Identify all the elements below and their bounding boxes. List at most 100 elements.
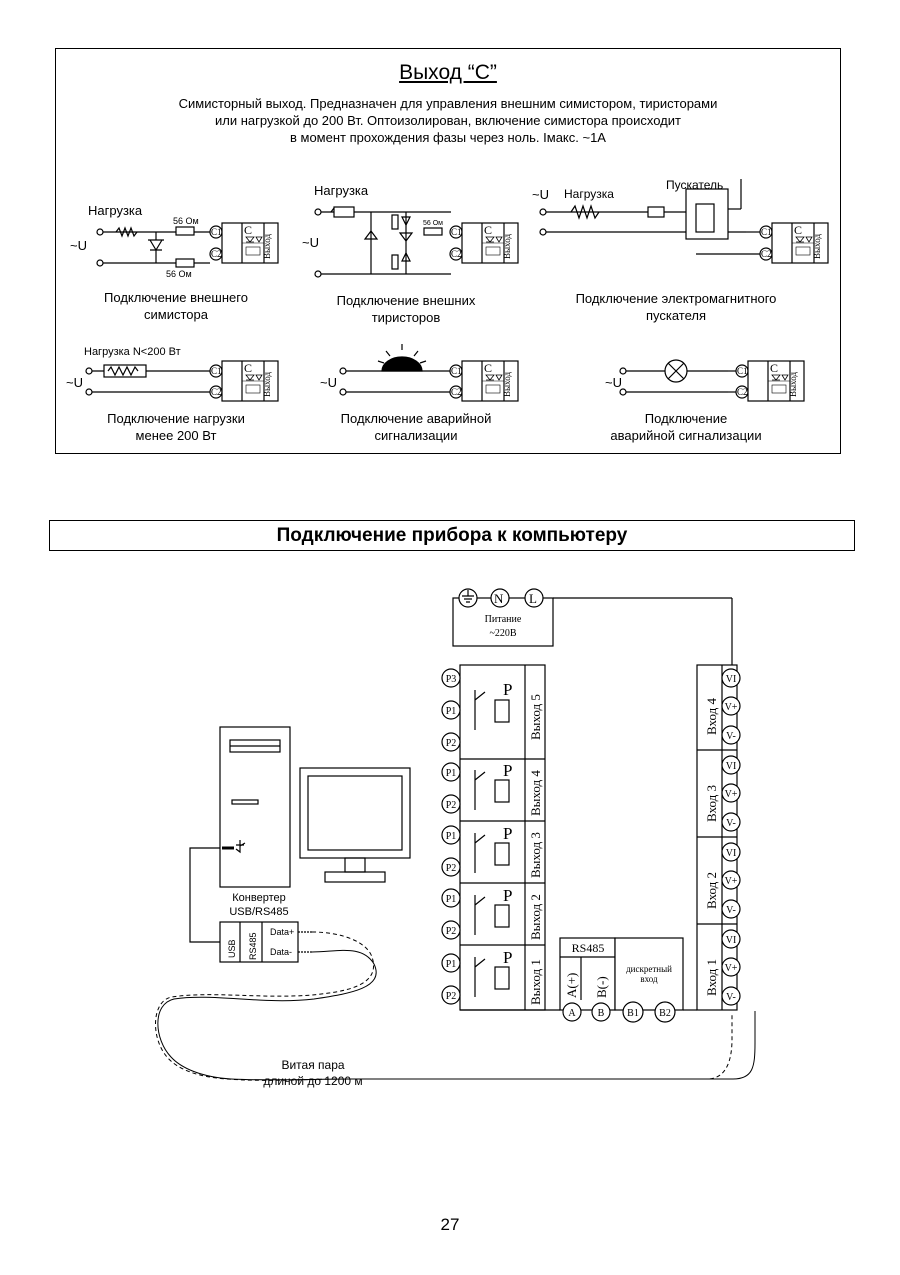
terminal-label: VI xyxy=(726,935,737,946)
load-label: Нагрузка xyxy=(88,203,143,218)
caption-line: Подключение xyxy=(644,411,728,426)
c-label: C xyxy=(244,361,252,375)
terminal-label: V+ xyxy=(725,789,738,800)
monitor-icon xyxy=(299,767,411,883)
terminal-b2 xyxy=(654,1001,676,1023)
resistor-icon xyxy=(175,258,195,268)
c-label: C xyxy=(794,223,802,237)
resistor-icon xyxy=(570,204,600,220)
terminal-label: P3 xyxy=(446,674,457,685)
rs485-b-label: B(-) xyxy=(594,976,609,998)
voltage-label: ~U xyxy=(532,187,549,202)
diagram-alarm-lamp xyxy=(339,344,519,402)
terminal-n xyxy=(490,588,510,608)
terminal-label: P1 xyxy=(446,831,457,842)
caption-load-under-200w: Подключение нагрузки менее 200 Вт xyxy=(76,410,276,444)
caption-line: Подключение внешних xyxy=(336,293,476,308)
power-label: ~220В xyxy=(489,628,516,639)
terminal-label: V- xyxy=(726,731,736,742)
relay-label: P xyxy=(503,680,512,699)
terminal-c2-label: C2 xyxy=(211,249,222,259)
diagram-load-under-200w xyxy=(85,360,279,402)
terminal-c1-label: C1 xyxy=(451,227,462,237)
output-label: Выход 2 xyxy=(528,894,543,940)
converter-usb-label: USB xyxy=(227,939,237,958)
terminal-label: B1 xyxy=(627,1008,639,1019)
diagram-external-triac xyxy=(96,222,279,268)
terminal-label: B2 xyxy=(659,1008,671,1019)
terminal-label: P1 xyxy=(446,894,457,905)
terminal-a xyxy=(562,1002,582,1022)
diagram-alarm-light xyxy=(619,359,805,402)
description-line: Симисторный выход. Предназначен для упра… xyxy=(178,96,718,111)
terminal-label: VI xyxy=(726,761,737,772)
terminal-b xyxy=(591,1002,611,1022)
terminal-label: N xyxy=(494,591,504,606)
output-label: Выход xyxy=(812,234,822,259)
pc-connection-header: Подключение прибора к компьютеру xyxy=(49,520,855,551)
voltage-label: ~U xyxy=(302,235,319,250)
power-terminals xyxy=(458,588,544,608)
data-minus-label: Data- xyxy=(270,947,292,957)
terminal-c2-label: C2 xyxy=(737,387,748,397)
terminal-label: P1 xyxy=(446,768,457,779)
output-label: Выход xyxy=(502,372,512,397)
ground-icon xyxy=(462,590,474,603)
resistor-icon xyxy=(175,226,195,236)
caption-alarm-light: Подключение аварийной сигнализации xyxy=(566,410,806,444)
terminal-label: V+ xyxy=(725,876,738,887)
caption-alarm-lamp: Подключение аварийной сигнализации xyxy=(306,410,526,444)
terminal-label: P2 xyxy=(446,863,457,874)
caption-magnetic-starter: Подключение электромагнитного пускателя xyxy=(546,290,806,324)
terminal-label: V- xyxy=(726,818,736,829)
load-label: Нагрузка xyxy=(314,183,369,198)
terminal-label: A xyxy=(568,1008,576,1019)
output-label: Выход xyxy=(788,372,798,397)
terminal-label: P1 xyxy=(446,959,457,970)
c-label: C xyxy=(484,361,492,375)
terminal-c2-label: C2 xyxy=(451,387,462,397)
input-label: Вход 3 xyxy=(704,785,719,822)
output-label: Выход xyxy=(262,234,272,259)
terminal-c2-label: C2 xyxy=(761,249,772,259)
terminal-c2-label: C2 xyxy=(451,249,462,259)
caption-line: аварийной сигнализации xyxy=(610,428,762,443)
load-label: Нагрузка xyxy=(564,187,614,201)
voltage-label: ~U xyxy=(605,375,622,390)
c-label: C xyxy=(484,223,492,237)
input-label: Вход 4 xyxy=(704,698,719,735)
coil-icon xyxy=(695,203,715,233)
ground-terminal xyxy=(458,588,478,608)
bus-terminals xyxy=(562,1001,676,1023)
discrete-label: вход xyxy=(640,974,658,984)
terminal-l xyxy=(524,588,544,608)
description-line: или нагрузкой до 200 Вт. Оптоизолирован,… xyxy=(215,113,681,128)
terminal-label: VI xyxy=(726,848,737,859)
rs485-a-label: A(+) xyxy=(564,973,579,998)
diagram-external-thyristors xyxy=(314,206,519,278)
converter-rs485-label: RS485 xyxy=(248,932,258,960)
terminal-label: VI xyxy=(726,674,737,685)
output-label: Выход 3 xyxy=(528,832,543,878)
output-label: Выход 1 xyxy=(528,959,543,1005)
fuse-icon xyxy=(647,206,665,218)
thyristor-icon xyxy=(363,230,379,240)
usb-rs485-converter xyxy=(219,921,312,963)
caption-line: тиристоров xyxy=(371,310,441,325)
terminal-label: P1 xyxy=(446,706,457,717)
resistor-icon xyxy=(115,226,138,238)
relay-label: P xyxy=(503,948,512,967)
output-c-title: Выход “С” xyxy=(399,61,497,84)
caption-line: сигнализации xyxy=(374,428,458,443)
cable-label: Витая пара xyxy=(281,1058,344,1072)
relay-label: P xyxy=(503,761,512,780)
c-label: C xyxy=(244,223,252,237)
input-label: Вход 2 xyxy=(704,872,719,909)
description-line: в момент прохождения фазы через ноль. Iм… xyxy=(290,130,606,145)
terminal-label: V+ xyxy=(725,963,738,974)
input-label: Вход 1 xyxy=(704,959,719,996)
resistor-value-label: 56 Ом xyxy=(166,269,192,279)
beacon-icon xyxy=(381,356,423,372)
data-plus-label: Data+ xyxy=(270,927,294,937)
